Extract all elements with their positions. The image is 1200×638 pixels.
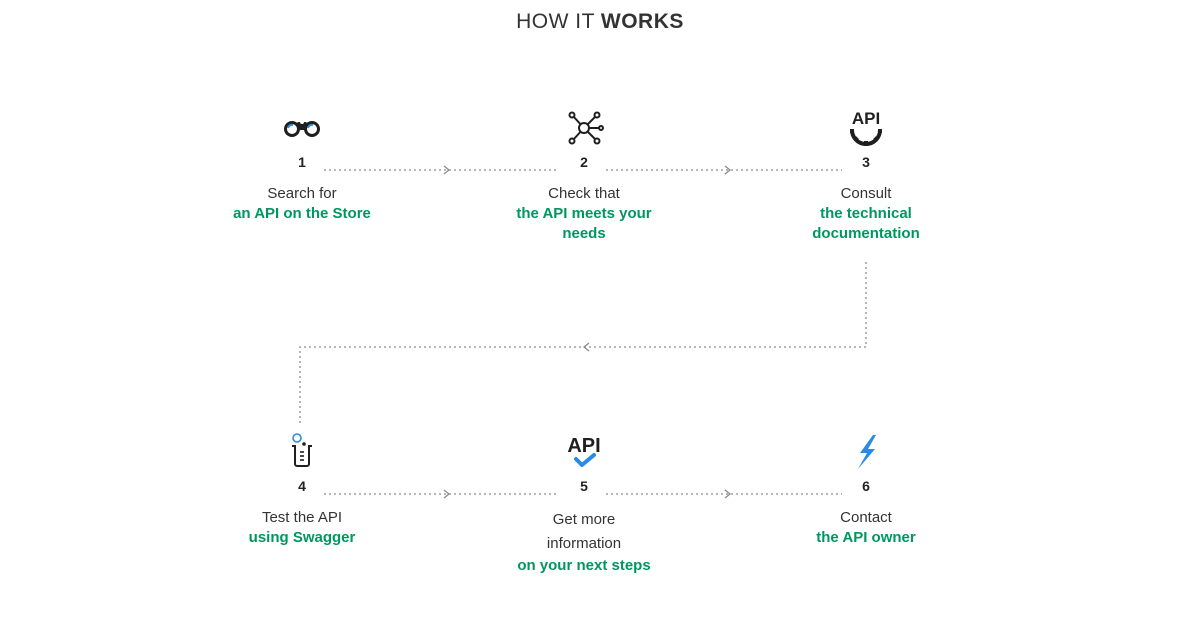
- binoculars-icon: [284, 120, 320, 137]
- network-nodes-icon: [568, 111, 604, 145]
- connector-3-4: [299, 262, 867, 424]
- svg-text:API: API: [567, 435, 600, 457]
- step-label: Check that: [548, 185, 620, 202]
- step-5: API 5 Get more information on your next …: [454, 432, 714, 576]
- step-1: 1 Search for an API on the Store: [172, 108, 432, 224]
- arrowhead-2-3: [724, 165, 732, 175]
- svg-text:API: API: [852, 109, 880, 128]
- step-label: Consult: [840, 185, 892, 202]
- step-highlight: the API owner: [816, 529, 916, 546]
- step-highlight: using Swagger: [248, 529, 356, 546]
- title-light: HOW IT: [516, 10, 601, 33]
- beaker-icon: [292, 433, 312, 467]
- step-description: Get more information on your next steps: [454, 508, 714, 576]
- step-number: 3: [862, 154, 870, 170]
- step-6: 6 Contact the API owner: [736, 432, 996, 548]
- step-description: Contact the API owner: [736, 508, 996, 548]
- arrowhead-4-5: [443, 489, 451, 499]
- step-label: Search for: [267, 185, 337, 202]
- step-highlight: on your next steps: [517, 557, 651, 574]
- step-2: 2 Check that the API meets your needs: [454, 108, 714, 244]
- api-gear-icon: API: [850, 109, 882, 146]
- step-description: Check that the API meets your needs: [454, 184, 714, 244]
- arrowhead-3-4: [582, 342, 590, 352]
- step-highlight: an API on the Store: [233, 205, 371, 222]
- step-description: Test the API using Swagger: [172, 508, 432, 548]
- step-label: Contact: [840, 509, 892, 526]
- arrowhead-1-2: [443, 165, 451, 175]
- step-number: 4: [298, 478, 306, 494]
- arrowhead-5-6: [724, 489, 732, 499]
- lightning-icon: [858, 435, 876, 469]
- step-description: Consult the technical documentation: [736, 184, 996, 244]
- step-label: Get more information: [546, 511, 622, 552]
- title-bold: WORKS: [600, 10, 684, 33]
- step-number: 5: [580, 478, 588, 494]
- step-description: Search for an API on the Store: [172, 184, 432, 224]
- step-3: API 3 Consult the technical documentatio…: [736, 108, 996, 244]
- step-4: 4 Test the API using Swagger: [172, 432, 432, 548]
- step-number: 1: [298, 154, 306, 170]
- api-check-icon: API: [567, 435, 601, 467]
- step-number: 2: [580, 154, 588, 170]
- step-highlight: the technical documentation: [812, 205, 920, 242]
- step-label: Test the API: [261, 509, 343, 526]
- step-number: 6: [862, 478, 870, 494]
- page-title: HOW IT WORKS: [0, 10, 1200, 34]
- step-highlight: the API meets your needs: [516, 205, 652, 242]
